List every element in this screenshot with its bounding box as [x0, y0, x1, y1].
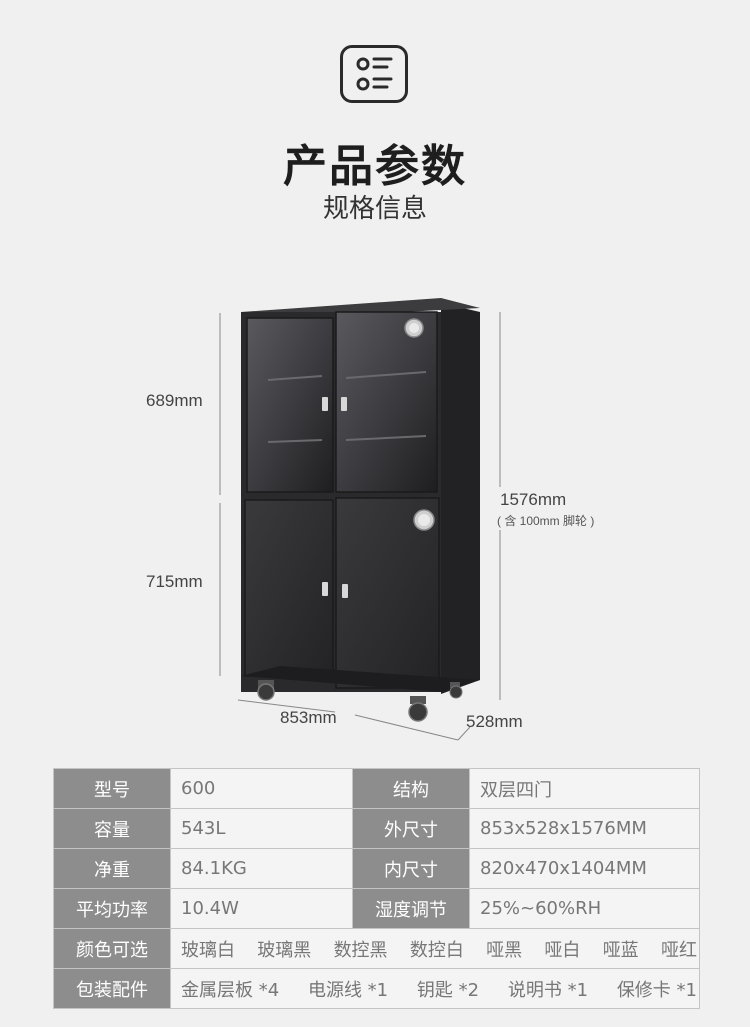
- package-item: 钥匙 *2: [416, 979, 480, 1001]
- net-weight-label: 净重: [53, 848, 171, 889]
- total-height-note: ( 含 100mm 脚轮 ): [497, 514, 595, 528]
- structure-value: 双层四门: [469, 768, 700, 809]
- net-weight-value: 84.1KG: [170, 848, 353, 889]
- outer-size-value: 853x528x1576MM: [469, 808, 700, 849]
- package-item: 电源线 *1: [307, 979, 389, 1001]
- inner-size-value: 820x470x1404MM: [469, 848, 700, 889]
- humidity-label: 湿度调节: [352, 888, 470, 929]
- inner-size-label: 内尺寸: [352, 848, 470, 889]
- spec-table: 型号 600 结构 双层四门 容量 543L 外尺寸 853x528x1576M…: [53, 768, 700, 1009]
- power-label: 平均功率: [53, 888, 171, 929]
- depth-label: 528mm: [466, 712, 523, 731]
- structure-label: 结构: [352, 768, 470, 809]
- color-options: 玻璃白 玻璃黑 数控黑 数控白 哑黑 哑白 哑蓝 哑红: [172, 936, 699, 962]
- power-value: 10.4W: [170, 888, 353, 929]
- cabinet-illustration: [219, 298, 501, 741]
- color-option: 哑白: [544, 939, 581, 961]
- upper-height-label: 689mm: [146, 391, 203, 410]
- table-row: 包装配件 金属层板 *4 电源线 *1 钥匙 *2 说明书 *1 保修卡 *1: [53, 968, 700, 1009]
- package-item: 说明书 *1: [507, 979, 589, 1001]
- package-items: 金属层板 *4 电源线 *1 钥匙 *2 说明书 *1 保修卡 *1: [172, 976, 699, 1002]
- package-label: 包装配件: [53, 968, 171, 1009]
- table-row: 型号 600 结构 双层四门: [53, 768, 700, 809]
- list-icon: [340, 45, 408, 103]
- package-item: 保修卡 *1: [616, 979, 697, 1001]
- color-label: 颜色可选: [53, 928, 171, 969]
- model-label: 型号: [53, 768, 171, 809]
- total-height-label: 1576mm: [500, 490, 567, 509]
- color-option: 数控黑: [333, 939, 388, 961]
- table-row: 颜色可选 玻璃白 玻璃黑 数控黑 数控白 哑黑 哑白 哑蓝 哑红: [53, 928, 700, 969]
- color-option: 数控白: [409, 939, 464, 961]
- color-option: 哑黑: [486, 939, 523, 961]
- color-option: 玻璃白: [181, 939, 235, 961]
- color-option: 哑红: [660, 939, 697, 961]
- humidity-value: 25%~60%RH: [469, 888, 700, 929]
- width-label: 853mm: [280, 708, 337, 727]
- page-title: 产品参数: [283, 141, 467, 192]
- page-subtitle: 规格信息: [322, 194, 427, 224]
- table-row: 净重 84.1KG 内尺寸 820x470x1404MM: [53, 848, 700, 889]
- package-item: 金属层板 *4: [181, 979, 280, 1001]
- color-option: 玻璃黑: [257, 939, 312, 961]
- model-value: 600: [170, 768, 353, 809]
- lower-height-label: 715mm: [146, 572, 203, 591]
- table-row: 平均功率 10.4W 湿度调节 25%~60%RH: [53, 888, 700, 929]
- table-row: 容量 543L 外尺寸 853x528x1576MM: [53, 808, 700, 849]
- capacity-label: 容量: [53, 808, 171, 849]
- outer-size-label: 外尺寸: [352, 808, 470, 849]
- color-option: 哑蓝: [602, 939, 639, 961]
- capacity-value: 543L: [170, 808, 353, 849]
